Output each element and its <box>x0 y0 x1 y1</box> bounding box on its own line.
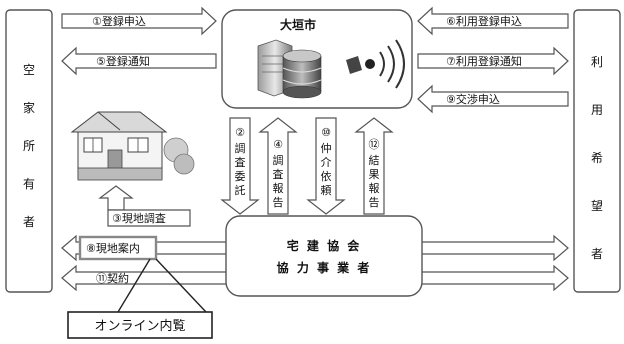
arrow-label-char: 査 <box>235 155 246 169</box>
arrow-label-char: 託 <box>235 183 246 197</box>
user-label-char: 利 <box>591 55 603 69</box>
city-box: 大垣市 <box>221 9 413 109</box>
owner-label-char: 空 <box>23 63 35 77</box>
online-viewing-label: オンライン内覧 <box>94 318 185 334</box>
arrow-label: ⑦利用登録通知 <box>446 54 522 68</box>
arrow-brokerage-request: ⑩ 仲 介 依 頼 <box>306 117 346 215</box>
arrow-label: ⑨交渉申込 <box>446 92 500 106</box>
user-box: 利 用 希 望 者 <box>573 9 621 293</box>
arrow-label-char: 委 <box>235 170 246 183</box>
arrow-result-report: ⑫ 結 果 報 告 <box>354 117 394 215</box>
arrow-number: ② <box>235 126 245 139</box>
arrow-label-char: 調 <box>273 153 284 167</box>
user-label-char: 用 <box>591 103 603 117</box>
arrow-label-char: 告 <box>273 196 284 209</box>
arrow-label-char: 調 <box>235 141 246 155</box>
user-label-char: 希 <box>591 150 603 165</box>
owner-label-char: 家 <box>23 100 35 115</box>
broker-line2: 協 力 事 業 者 <box>277 260 372 275</box>
arrow-survey-report: ④ 調 査 報 告 <box>258 117 298 215</box>
arrow-label: ③現地調査 <box>112 211 166 225</box>
broker-line1: 宅 建 協 会 <box>287 238 362 253</box>
arrow-negotiation-application: ⑨交渉申込 <box>417 84 569 114</box>
online-viewing-box: オンライン内覧 <box>67 311 213 339</box>
arrow-label: ⑥利用登録申込 <box>446 14 522 28</box>
arrow-number: ⑫ <box>369 138 380 151</box>
arrow-label: ①登録申込 <box>92 14 146 28</box>
arrow-label: ⑤登録通知 <box>96 54 150 68</box>
city-title: 大垣市 <box>280 17 316 32</box>
arrow-survey-commission: ② 調 査 委 託 <box>220 117 260 215</box>
broker-box: 宅 建 協 会 協 力 事 業 者 <box>225 215 423 297</box>
arrow-label-char: 報 <box>273 182 284 195</box>
online-viewing-callout-lines <box>117 258 207 313</box>
user-label-char: 望 <box>591 199 603 213</box>
arrow-label: ⑧現地案内 <box>86 241 140 255</box>
arrow-registration-notice: ⑤登録通知 <box>61 46 217 76</box>
database-icon <box>282 49 322 99</box>
arrow-user-registration-notice: ⑦利用登録通知 <box>417 46 569 76</box>
arrow-label-char: 頼 <box>321 184 332 197</box>
house-illustration <box>70 111 195 181</box>
arrow-user-registration-application: ⑥利用登録申込 <box>417 6 569 36</box>
arrow-label: ⑪契約 <box>96 271 129 285</box>
arrow-site-survey: ③現地調査 <box>98 185 191 227</box>
owner-label-char: 者 <box>23 215 35 229</box>
wireless-signal-icon <box>346 39 405 89</box>
owner-box: 空 家 所 有 者 <box>5 9 53 293</box>
arrow-label-char: 介 <box>321 156 332 169</box>
arrow-label-char: 果 <box>369 168 380 181</box>
site-guidance-label: ⑧現地案内 <box>78 235 158 261</box>
arrow-number: ⑩ <box>321 126 331 139</box>
user-label-char: 者 <box>591 247 603 261</box>
arrow-label-char: 依 <box>321 170 332 183</box>
arrow-label-char: 仲 <box>321 141 332 155</box>
owner-label-char: 所 <box>23 139 35 153</box>
arrow-label-char: 報 <box>369 182 380 195</box>
arrow-label-char: 査 <box>273 167 284 181</box>
arrow-label-char: 結 <box>369 153 380 167</box>
arrow-label-char: 告 <box>369 196 380 209</box>
arrow-registration-application: ①登録申込 <box>61 6 217 36</box>
owner-label-char: 有 <box>23 177 35 191</box>
arrow-number: ④ <box>273 138 283 151</box>
